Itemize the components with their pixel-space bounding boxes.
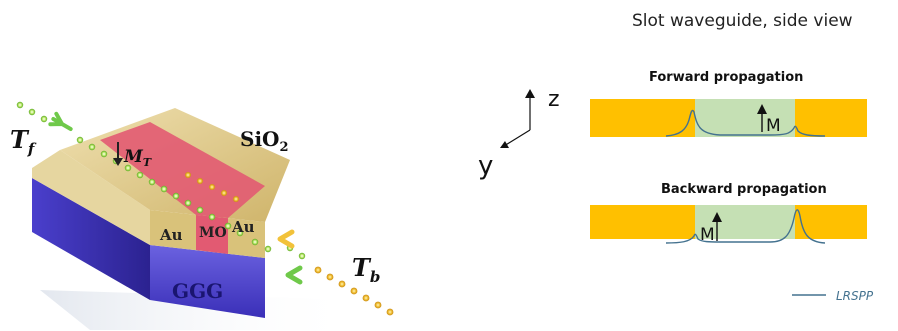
label-cladding: SiO2 <box>240 127 289 155</box>
backward-mode-curve <box>665 209 826 244</box>
backward-light-path <box>286 244 394 316</box>
backward-magnet-label: M <box>700 225 715 245</box>
axis-y-label: y <box>478 151 493 181</box>
forward-magnet-label: M <box>766 116 781 136</box>
legend-label: LRSPP <box>836 289 874 303</box>
magnetization-arrowhead-icon <box>113 158 123 166</box>
label-magnetization: MT <box>123 147 152 169</box>
forward-magnet-arrowhead-icon <box>757 104 767 114</box>
backward-arrow-2-icon <box>285 265 303 285</box>
axis-z-label: z <box>548 87 560 112</box>
device-shadow <box>40 290 360 330</box>
device-illustration: Tf Tb MT SiO2 Au MO Au GGG <box>10 101 394 330</box>
forward-light-path <box>16 101 272 253</box>
substrate-front <box>150 245 265 318</box>
label-t-forward: Tf <box>10 125 37 158</box>
backward-arrow-icon <box>277 229 295 249</box>
backward-magnet-arrowhead-icon <box>712 212 722 222</box>
backward-heading: Backward propagation <box>661 182 827 197</box>
forward-arrow-icon <box>48 111 73 131</box>
stripe-light-dots <box>185 172 239 202</box>
backward-metal-right <box>795 205 867 239</box>
backward-metal-left <box>590 205 695 239</box>
label-substrate: GGG <box>172 279 223 303</box>
label-electrode-left: Au <box>159 226 183 244</box>
label-t-backward: Tb <box>352 253 380 286</box>
forward-mode-curve <box>665 109 826 137</box>
substrate-left <box>32 178 150 300</box>
side-view-title: Slot waveguide, side view <box>632 11 853 31</box>
mo-front <box>196 215 228 254</box>
gold-left <box>32 150 150 245</box>
forward-heading: Forward propagation <box>649 70 803 85</box>
forward-slot <box>695 99 795 137</box>
label-electrode-right: Au <box>231 218 255 236</box>
side-view-panel: Slot waveguide, side view z y Forward pr… <box>478 11 874 303</box>
forward-metal-right <box>795 99 867 137</box>
axis-indicator: z y <box>478 87 560 181</box>
backward-slot <box>695 205 795 239</box>
forward-metal-left <box>590 99 695 137</box>
label-mo: MO <box>199 225 227 241</box>
